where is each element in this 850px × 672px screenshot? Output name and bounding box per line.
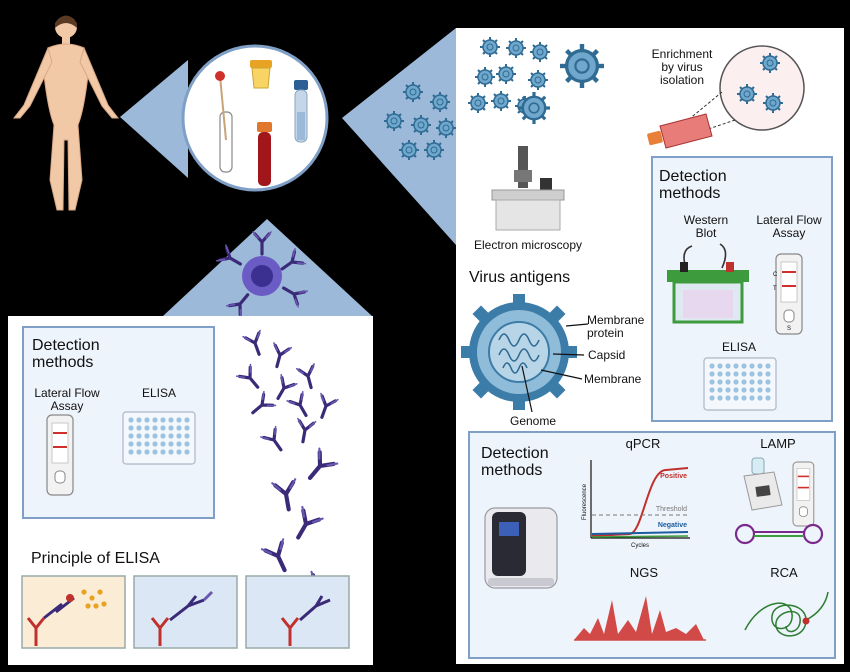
nucleic-detection-title-2: methods	[481, 462, 542, 479]
protein-detection-title-1: Detection	[659, 168, 727, 185]
immune-cell-icon	[215, 230, 309, 320]
antibody-elisa-plate-icon	[122, 411, 196, 465]
electron-microscopy-label: Electron microscopy	[474, 238, 582, 252]
antibody-detection-title-1: Detection	[32, 337, 100, 354]
strip-t-label: T	[773, 286, 777, 292]
sample-tube-icon	[294, 80, 308, 143]
enrichment-label-1: Enrichment	[652, 47, 713, 61]
elisa-plate-icon	[703, 357, 777, 411]
blood-tube-icon	[257, 122, 272, 186]
negative-label: Negative	[658, 522, 687, 529]
samples-circle	[181, 44, 329, 192]
enrichment-label-2: by virus	[661, 60, 702, 74]
positive-label: Positive	[660, 473, 687, 480]
rca-icon	[744, 591, 829, 637]
ngs-label: NGS	[630, 565, 659, 580]
lamp-strip-icon	[792, 461, 815, 527]
qpcr-instrument-icon	[484, 507, 558, 589]
sample-callout	[120, 60, 188, 178]
nucleic-detection-title-1: Detection	[481, 445, 549, 462]
protein-detection-title-2: methods	[659, 185, 720, 202]
membrane-protein-label-1: Membrane	[587, 313, 645, 327]
antibody-lfa-label-1: Lateral Flow	[34, 386, 100, 400]
virus-structure-icon	[461, 294, 589, 413]
capsid-label: Capsid	[588, 348, 625, 362]
strip-c-label: C	[773, 272, 778, 278]
antibody-lfa-label-2: Assay	[51, 399, 84, 413]
membrane-protein-label-2: protein	[587, 326, 624, 340]
enrichment-label-3: isolation	[660, 73, 704, 87]
lamp-label: LAMP	[760, 436, 795, 451]
rca-label: RCA	[770, 565, 798, 580]
human-figure-icon	[12, 15, 120, 211]
lamp-device-icon	[743, 457, 783, 511]
antibody-detection-title-2: methods	[32, 354, 93, 371]
qpcr-label: qPCR	[626, 436, 661, 451]
western-blot-label-1: Western	[684, 213, 728, 227]
fluorescence-axis-label: Fluorescence	[582, 483, 588, 520]
lfa-label-1: Lateral Flow	[756, 213, 822, 227]
lfa-strip-icon: C T S	[773, 253, 803, 335]
lfa-label-2: Assay	[773, 226, 806, 240]
virus-isolation-icon	[647, 45, 805, 149]
membrane-label: Membrane	[584, 372, 642, 386]
swab-tube-icon	[215, 71, 233, 173]
urine-cup-icon	[250, 60, 272, 89]
elisa-label: ELISA	[722, 340, 756, 354]
antibody-lfa-strip-icon	[46, 414, 74, 496]
virus-antigens-heading: Virus antigens	[469, 269, 570, 286]
qpcr-amplification-plot	[590, 460, 690, 539]
ngs-peaks-icon	[574, 596, 706, 641]
elisa-principle-heading: Principle of ELISA	[31, 550, 160, 567]
antibody-elisa-label: ELISA	[142, 386, 176, 400]
strip-s-label: S	[787, 326, 791, 332]
cycles-axis-label: Cycles	[631, 543, 649, 549]
lamp-dumbbell-icon	[734, 523, 824, 545]
western-blot-icon	[667, 243, 749, 324]
threshold-label: Threshold	[656, 506, 687, 513]
genome-label: Genome	[510, 414, 556, 428]
virus-callout	[342, 28, 456, 245]
elisa-principle-wells	[21, 575, 350, 649]
western-blot-label-2: Blot	[696, 226, 717, 240]
cell-culture-flask-icon	[647, 113, 713, 149]
electron-microscope-icon	[491, 146, 565, 231]
